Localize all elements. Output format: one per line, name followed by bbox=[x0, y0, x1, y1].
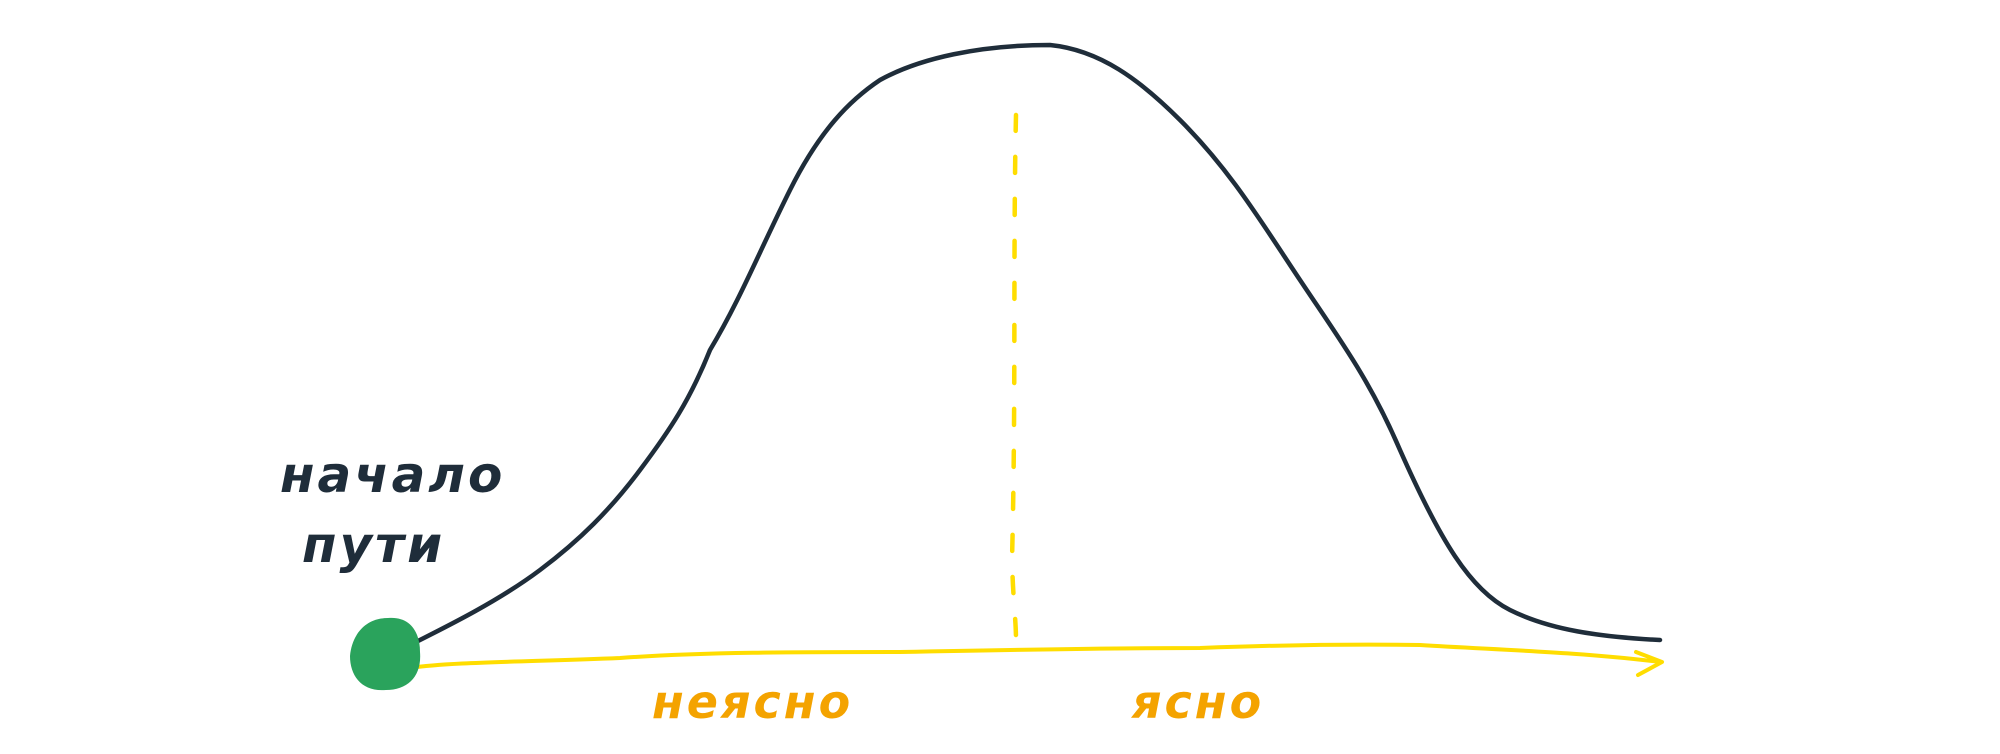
axis-arrow-head bbox=[1634, 650, 1664, 677]
start-label-line-1: начало bbox=[280, 446, 505, 504]
journey-curve bbox=[407, 42, 1663, 648]
start-point-dot bbox=[350, 617, 421, 691]
divider-dashed-line bbox=[1009, 112, 1019, 643]
time-axis-line bbox=[408, 642, 1662, 670]
zone-label-unclear: неясно bbox=[652, 675, 853, 729]
zone-label-clear: ясно bbox=[1130, 675, 1264, 729]
start-label-line-2: пути bbox=[302, 516, 445, 574]
